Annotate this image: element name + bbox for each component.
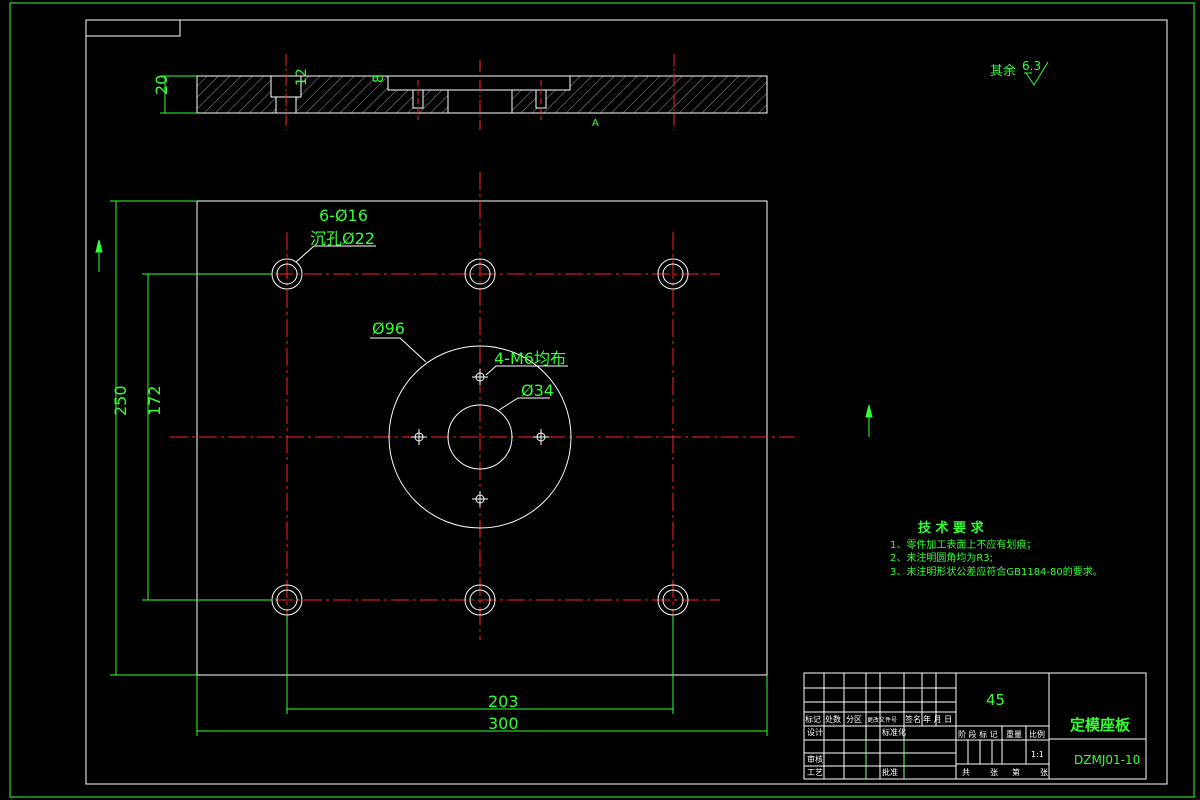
tb-label-design: 设计 <box>807 727 823 737</box>
tb-header-count: 处数 <box>825 714 841 724</box>
outer-border <box>9 2 1195 798</box>
section-arrow-label: A <box>592 118 599 129</box>
tb-label-process: 工艺 <box>807 768 823 777</box>
holes-count-label: 6-Ø16 <box>319 206 368 225</box>
height-pitch-dim: 172 <box>145 385 164 416</box>
holes-counterbore-label: 沉孔Ø22 <box>310 229 375 248</box>
center-hole-label: Ø34 <box>521 381 554 400</box>
inner-border <box>85 19 1168 785</box>
section-step-dim: 8 <box>371 74 387 83</box>
section-view <box>160 54 768 130</box>
width-overall-dim: 300 <box>488 714 519 733</box>
tb-label-standard: 标准化 <box>882 727 906 737</box>
roughness-value: 6.3 <box>1022 59 1041 73</box>
tb-header-sign: 签名 <box>905 714 921 724</box>
drawing-number: DZMJ01-10 <box>1074 753 1140 767</box>
part-name: 定模座板 <box>1070 716 1131 734</box>
tb-sheet-unit-2: 张 <box>1040 768 1048 777</box>
section-thickness-dim: 20 <box>152 75 171 95</box>
tech-req-item-1: 1、零件加工表面上不应有划痕； <box>890 538 1036 551</box>
tb-sheet-unit-1: 张 <box>990 768 998 777</box>
tb-sheet-index: 第 <box>1012 767 1020 777</box>
roughness-note: 其余 <box>990 63 1016 79</box>
tech-req-title: 技 术 要 求 <box>918 520 985 536</box>
tech-req-item-3: 3、未注明形状公差应符合GB1184-80的要求。 <box>890 565 1103 578</box>
section-counterbore-dim: 12 <box>294 68 310 86</box>
tb-header-mark: 标记 <box>805 714 821 724</box>
tap-holes-label: 4-M6均布 <box>494 349 566 368</box>
tb-scale-label: 比例 <box>1029 729 1045 739</box>
title-block-green <box>865 740 905 779</box>
tb-sheet-total: 共 <box>962 768 970 777</box>
roughness-symbol <box>1025 61 1049 86</box>
tb-header-zone: 分区 <box>846 715 862 724</box>
tb-label-review: 审核 <box>807 754 823 764</box>
tb-header-date: 年 月 日 <box>923 714 952 724</box>
tb-stage-mark: 阶 段 标 记 <box>958 729 998 739</box>
tb-label-approve: 批准 <box>882 767 898 777</box>
tech-req-item-2: 2、未注明圆角均为R3; <box>890 551 993 564</box>
width-pitch-dim: 203 <box>488 692 519 711</box>
plan-view <box>95 172 873 736</box>
tb-scale-value: 1:1 <box>1031 750 1044 759</box>
outer-circle-label: Ø96 <box>372 319 405 338</box>
tb-weight: 重量 <box>1006 729 1022 739</box>
material-label: 45 <box>986 691 1005 709</box>
height-overall-dim: 250 <box>111 385 130 416</box>
corner-tag <box>85 19 181 37</box>
tb-header-docno: 更改文件号 <box>867 716 897 724</box>
